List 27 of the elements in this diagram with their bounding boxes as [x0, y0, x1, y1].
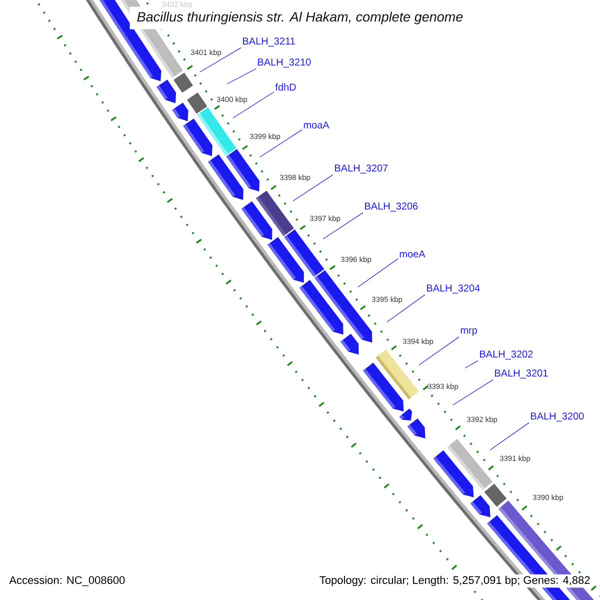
title: Bacillus thuringiensis str. Al Hakam, complete genome	[130, 6, 470, 30]
gene-label: BALH_3211	[243, 38, 295, 46]
genome-info-label: Topology: circular; Length: 5,257,091 bp; Genes: 4,882	[318, 574, 592, 588]
accession-label: Accession: NC_008600	[9, 576, 125, 586]
leader-line	[322, 212, 364, 240]
gene-label: BALH_3207	[335, 164, 388, 174]
leader-line	[490, 422, 530, 450]
gene-label: moaA	[304, 122, 330, 128]
leader-line	[386, 294, 426, 322]
leader-line	[200, 47, 242, 72]
leader-line	[226, 68, 256, 84]
leader-line	[260, 129, 302, 158]
gene-label: BALH_3206	[365, 202, 418, 212]
gene-label: moeA	[400, 250, 426, 258]
leader-line	[464, 360, 478, 368]
leader-line	[292, 174, 334, 202]
gene-label: mrp	[460, 328, 477, 336]
leader-line	[358, 258, 398, 288]
gene-label: BALH_3202	[480, 350, 533, 360]
leader-line	[232, 92, 274, 118]
gene-label: BALH_3200	[531, 412, 584, 422]
gene-label: BALH_3201	[495, 370, 548, 378]
leader-line	[452, 379, 494, 406]
leader-line	[418, 336, 460, 366]
gene-label: BALH_3210	[258, 58, 311, 68]
gene-label: BALH_3204	[427, 284, 480, 294]
gene-label: fdhD	[275, 83, 296, 91]
